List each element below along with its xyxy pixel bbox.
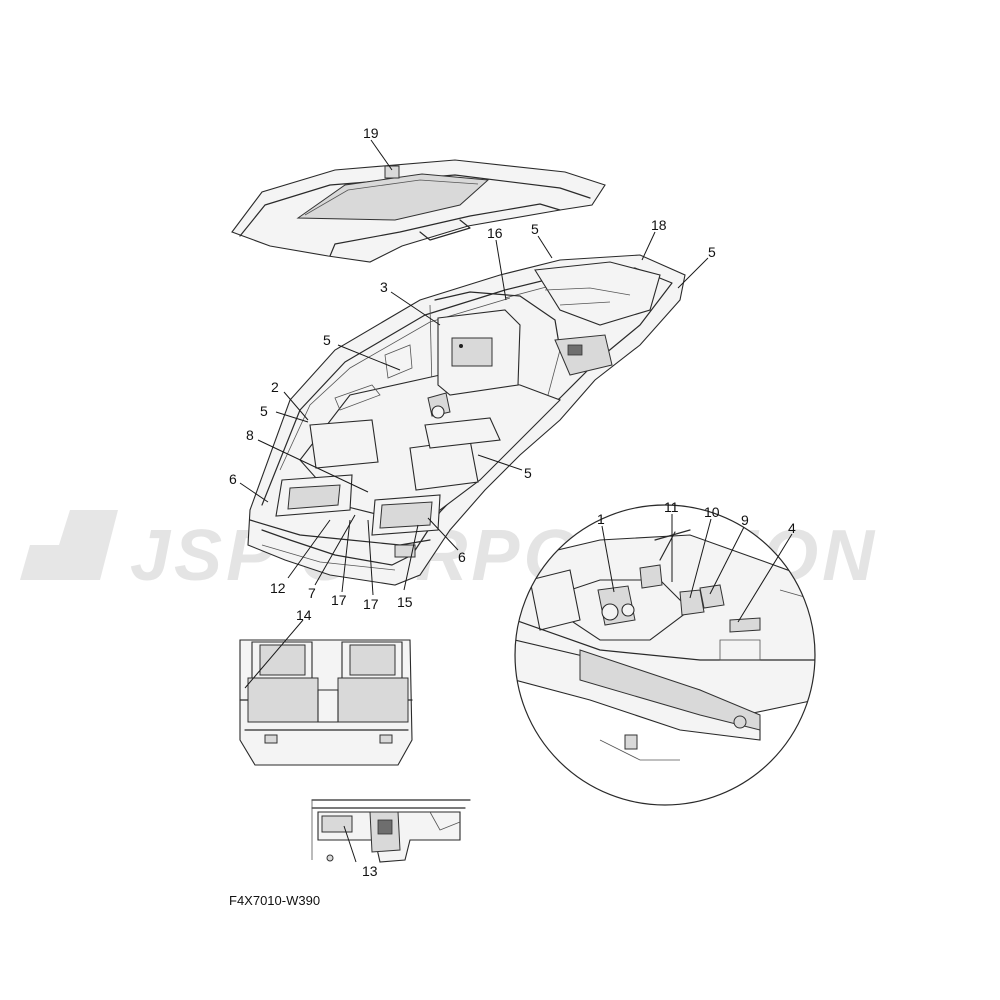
helm-detail-inset [514,504,816,806]
diagram-part-code: F4X7010-W390 [229,893,321,908]
callout-13: 13 [362,863,378,879]
callout-5-b: 5 [708,244,716,260]
hard-top-assembly [231,159,606,263]
callout-2: 2 [271,379,279,395]
callout-12: 12 [270,580,286,596]
callout-1: 1 [597,511,605,527]
callout-5-d: 5 [260,403,268,419]
callout-4: 4 [788,520,796,536]
compartment-inset-view [311,799,471,863]
callout-7: 7 [308,585,316,601]
callout-11: 11 [664,499,679,515]
callout-10: 10 [704,504,720,520]
leader-lines [239,139,793,863]
callout-8: 8 [246,427,254,443]
boat-hull [247,254,686,586]
callout-6-a: 6 [229,471,237,487]
callout-3: 3 [380,279,388,295]
callout-16: 16 [487,225,503,241]
callouts: 19 16 5 18 5 3 5 2 5 8 5 6 6 12 7 17 17 … [229,125,796,879]
callout-5-c: 5 [323,332,331,348]
callout-6-b: 6 [458,549,466,565]
callout-18: 18 [651,217,667,233]
callout-9: 9 [741,512,749,528]
callout-15: 15 [397,594,413,610]
callout-5-e: 5 [524,465,532,481]
callout-17-a: 17 [331,592,347,608]
callout-5-a: 5 [531,221,539,237]
stern-inset-view [239,639,413,766]
callout-17-b: 17 [363,596,379,612]
callout-14: 14 [296,607,312,623]
callout-19: 19 [363,125,379,141]
